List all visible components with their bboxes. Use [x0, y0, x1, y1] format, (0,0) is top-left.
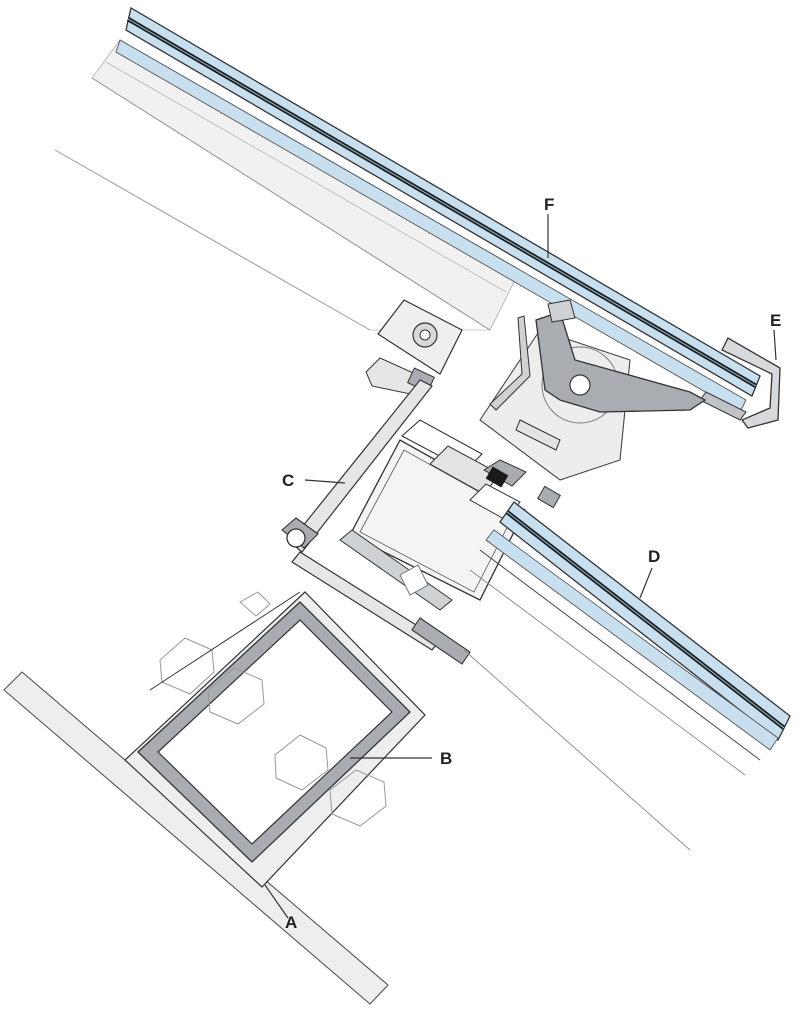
upper-glass-panel-f	[115, 6, 761, 413]
callout-labels: A B C D E F	[282, 195, 781, 932]
upper-structural-band	[54, 39, 521, 331]
leader-a	[264, 884, 289, 919]
hinge-bracket-assembly	[479, 299, 707, 481]
callout-d: D	[648, 547, 660, 566]
upper-fixing-bracket	[365, 299, 463, 397]
base-plate-a	[3, 671, 389, 1005]
leader-c	[304, 479, 346, 484]
rhs-steel-section-b	[124, 591, 426, 888]
callout-c: C	[282, 471, 294, 490]
leader-e	[773, 329, 777, 361]
callout-e: E	[770, 311, 781, 330]
callout-leaders	[264, 214, 777, 919]
callout-b: B	[440, 749, 452, 768]
lower-glass-panel-d	[463, 485, 791, 851]
callout-a: A	[285, 913, 297, 932]
leader-d	[639, 567, 653, 599]
mullion-profile-c	[281, 379, 527, 665]
end-cap-profile-e	[699, 337, 781, 429]
callout-f: F	[544, 195, 554, 214]
bolt-lower	[274, 734, 387, 827]
